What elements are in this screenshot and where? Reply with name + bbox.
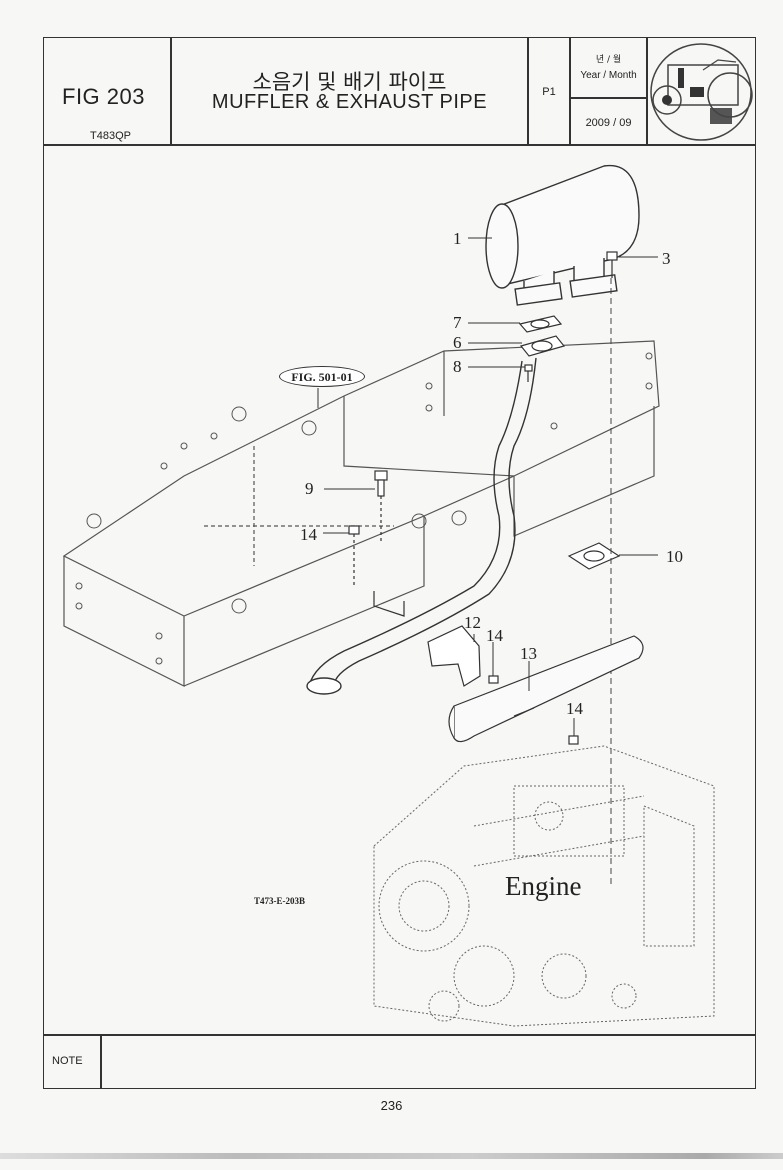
note-label: NOTE [52,1055,83,1067]
scan-edge [0,1153,783,1159]
pipe-clamp [373,591,405,617]
callout-9: 9 [305,479,314,498]
engine-label: Engine [502,871,585,902]
bolt-3 [606,251,618,278]
chassis-frame [62,340,660,687]
header-col-divider [569,37,571,145]
note-col-divider [100,1034,102,1089]
flange-6 [519,335,566,357]
date-divider [570,97,647,99]
bolt-9 [374,470,388,541]
drawing-id: T473-E-203B [254,896,306,906]
page-frame [43,37,756,1089]
bolt-14-left [348,525,360,586]
callout-8: 8 [453,357,462,376]
callout-14: 14 [486,626,503,645]
bolt-8 [524,364,533,382]
callout-7: 7 [453,313,462,332]
callout-14: 14 [566,699,583,718]
callout-6: 6 [453,333,462,352]
bolt-14-middle [488,675,499,684]
header-col-divider [527,37,529,145]
heat-shield-13 [448,635,644,743]
header-col-divider [170,37,172,145]
exploded-parts-diagram [62,164,715,1027]
year-month-english: Year / Month [580,70,637,81]
callout-13: 13 [520,644,537,663]
exhaust-pipe [306,357,537,695]
gasket-10 [567,542,621,570]
bolt-14-lower [568,735,579,745]
header-divider [43,144,756,146]
page-code: P1 [542,86,556,98]
engine-outline [373,745,715,1027]
gasket-7 [518,315,563,333]
page-number: 236 [380,1098,403,1113]
year-month-korean: 년 / 월 [595,55,622,65]
leader-lines [317,237,658,736]
frame-holes [75,352,653,665]
figure-reference-bubble: FIG. 501-01 [279,366,365,387]
callout-1: 1 [453,229,462,248]
note-divider [43,1034,756,1036]
tractor-icon [650,43,753,141]
callout-14: 14 [300,525,317,544]
header-col-divider [646,37,648,145]
title-korean: 소음기 및 배기 파이프 [252,70,447,94]
title-english: MUFFLER & EXHAUST PIPE [211,91,488,113]
callout-12: 12 [464,613,481,632]
callout-3: 3 [662,249,671,268]
figure-reference: FIG. 501-01 [291,370,353,384]
revision-date: 2009 / 09 [585,117,632,129]
callout-10: 10 [666,547,683,566]
fig-code: FIG 203 [62,84,145,109]
model-code: T483QP [90,130,131,142]
muffler [485,164,640,306]
bracket-12 [427,625,481,687]
